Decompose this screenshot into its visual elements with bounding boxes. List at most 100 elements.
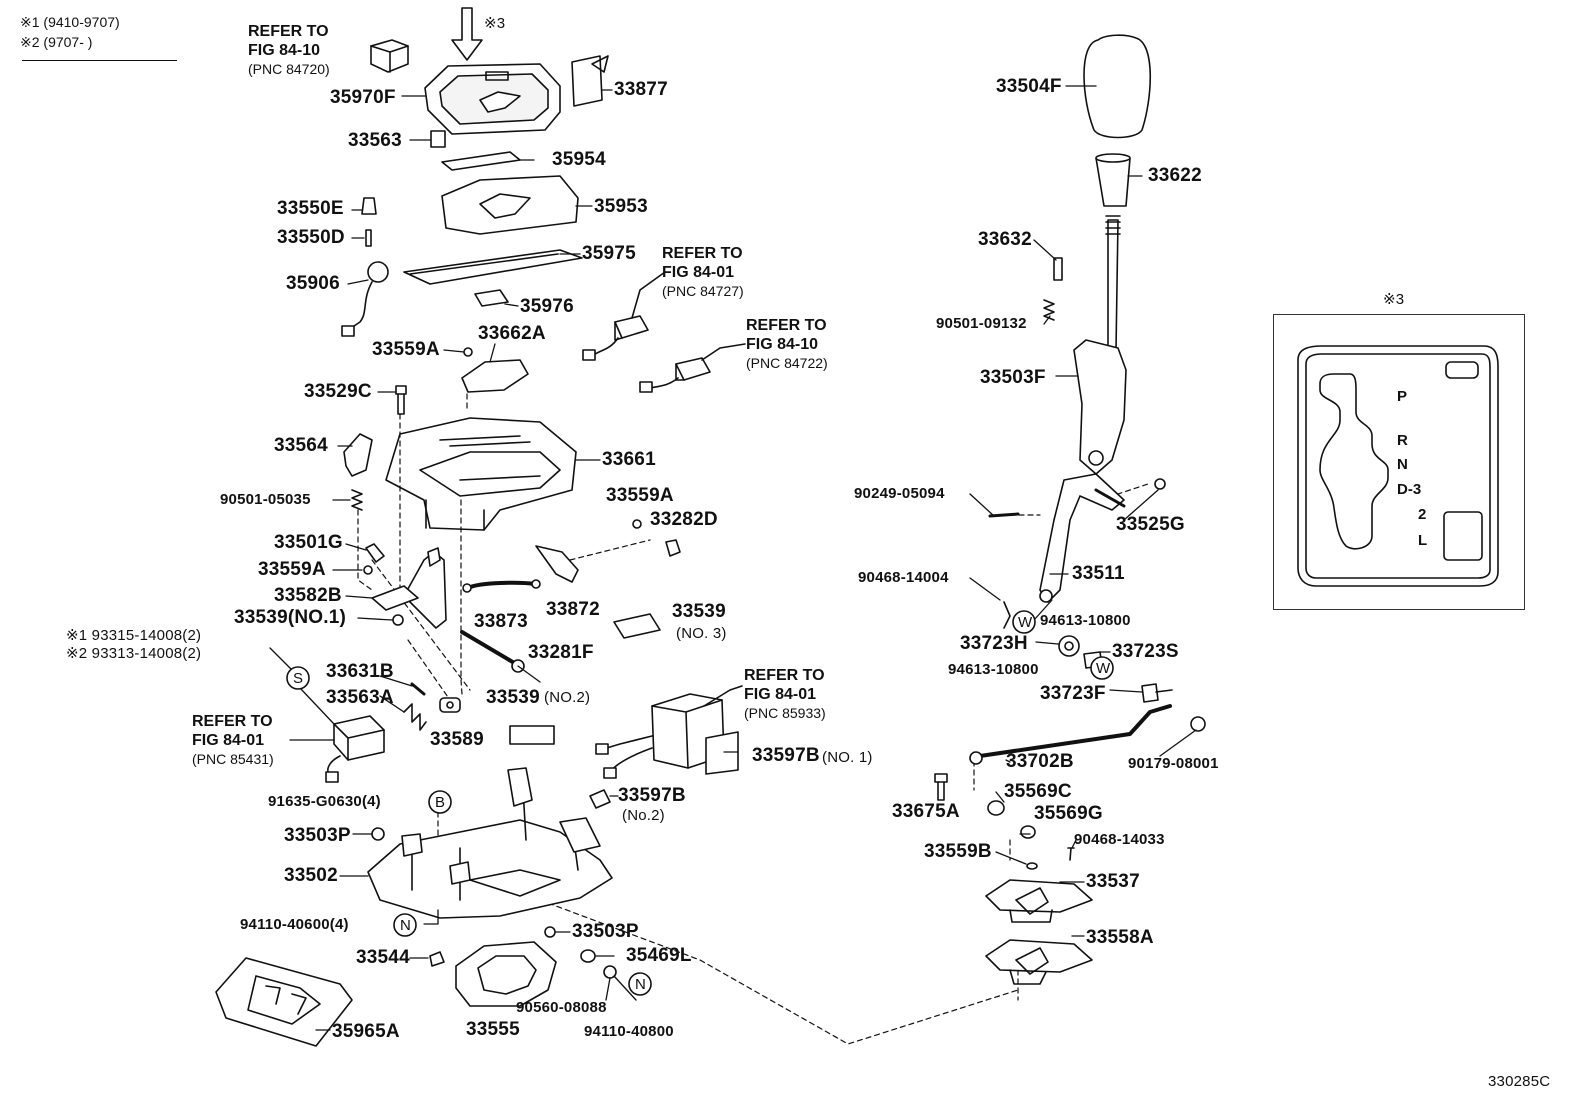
part-label: 33525G — [1116, 514, 1185, 535]
plate-35954 — [441, 151, 521, 171]
rod-33873 — [462, 579, 541, 593]
control-unit-85933 — [595, 685, 743, 779]
refer-note-84722: REFER TO FIG 84-10 (PNC 84722) — [746, 317, 828, 371]
bolt-33723F — [1141, 683, 1173, 703]
part-sublabel: (NO. 3) — [676, 625, 727, 642]
legend-line-2: ※2 (9707- ) — [20, 34, 93, 50]
part-label: 35469L — [626, 945, 692, 966]
part-label: ※1 93315-14008(2) — [66, 627, 202, 644]
part-label: 33597B — [752, 745, 820, 766]
part-label: 33723F — [1040, 683, 1106, 704]
part-sublabel: (NO. 1) — [822, 749, 873, 766]
part-label: 33631B — [326, 661, 394, 682]
gate-letter-l: L — [1418, 532, 1428, 549]
part-label: 90249-05094 — [854, 485, 945, 502]
part-label: 33550E — [277, 198, 344, 219]
part-label: 90501-09132 — [936, 315, 1027, 332]
part-label: 33559A — [258, 559, 326, 580]
part-label: 33539 — [486, 687, 540, 708]
part-label: 33563 — [348, 130, 402, 151]
part-label: 33281F — [528, 642, 594, 663]
solenoid-85431 — [325, 715, 385, 783]
part-label: 33661 — [602, 449, 656, 470]
part-label: ※2 93313-14008(2) — [66, 645, 202, 662]
arrow-mark: ※3 — [484, 15, 506, 32]
washer-33559B — [1026, 862, 1038, 870]
cover-35965A — [215, 957, 353, 1047]
part-label: 33564 — [274, 435, 328, 456]
indicator-housing-35970F — [424, 63, 561, 135]
leader-lines — [269, 85, 1197, 1031]
part-label: 33503P — [572, 921, 639, 942]
bolt-33501G — [365, 543, 385, 563]
legend-line-1: ※1 (9410-9707) — [20, 14, 120, 30]
grommet-35469L — [580, 949, 596, 963]
circle-letter-b: B — [435, 794, 446, 811]
nut-33282D — [665, 539, 681, 557]
part-label: 33504F — [996, 76, 1062, 97]
part-label: 33582B — [274, 585, 342, 606]
boot-33555 — [455, 941, 557, 1007]
spring-90501-09132 — [1043, 299, 1055, 321]
part-label: 33555 — [466, 1019, 520, 1040]
circle-letter-s: S — [293, 670, 304, 687]
socket-35906 — [341, 261, 389, 337]
part-label: 33537 — [1086, 871, 1140, 892]
part-label: 35569C — [1004, 781, 1072, 802]
part-label: 33539 — [672, 601, 726, 622]
refer-note-85431: REFER TO FIG 84-01 (PNC 85431) — [192, 713, 274, 767]
cover-35953 — [441, 175, 579, 235]
housing-33661 — [385, 417, 577, 531]
lever-33503F — [1073, 339, 1127, 475]
screw-33529C — [395, 385, 407, 415]
part-label: 33873 — [474, 611, 528, 632]
circle-marks — [286, 610, 1114, 996]
shaft-33511 — [1039, 473, 1126, 603]
part-label: 33662A — [478, 323, 546, 344]
gate-letter-n: N — [1397, 456, 1408, 473]
part-label: 33511 — [1072, 563, 1125, 584]
pin-33550E — [361, 197, 377, 215]
part-label: 33597B — [618, 785, 686, 806]
lever-assembly-33582B — [371, 547, 447, 629]
part-label: 33550D — [277, 227, 345, 248]
bushing-33723H — [1058, 635, 1080, 657]
part-label: 33539(NO.1) — [234, 607, 347, 628]
part-label: 33622 — [1148, 165, 1202, 186]
part-label: 35975 — [582, 243, 636, 264]
nut-90179 — [1190, 716, 1206, 732]
switch-84720 — [370, 39, 409, 73]
gate-letter-r: R — [1397, 432, 1408, 449]
part-label: 33563A — [326, 687, 394, 708]
shift-knob-33504F — [1083, 34, 1152, 139]
part-label: 33529C — [304, 381, 372, 402]
label-plate-33877 — [571, 55, 609, 107]
part-label: 33282D — [650, 509, 718, 530]
bolt-33675A — [934, 773, 948, 801]
bolt-90249 — [988, 512, 1020, 518]
pin-33281F — [460, 630, 525, 673]
rod-33702B — [969, 704, 1172, 765]
part-label: 33503P — [284, 825, 351, 846]
part-label: 33632 — [978, 229, 1032, 250]
part-label: 33559A — [372, 339, 440, 360]
part-label: 90179-08001 — [1128, 755, 1219, 772]
part-sublabel: (No.2) — [622, 807, 665, 824]
washer-33559A — [632, 519, 642, 529]
plate-33539-no3 — [613, 613, 661, 639]
circle-letter-n: N — [635, 976, 647, 993]
clip-33597B-no2 — [589, 789, 611, 809]
part-label: 94613-10800 — [948, 661, 1039, 678]
part-label: 90468-14033 — [1074, 831, 1165, 848]
gate-pattern — [1297, 345, 1499, 587]
part-label: 90560-08088 — [516, 999, 607, 1016]
gate-letter-p: P — [1397, 388, 1408, 405]
part-label: 33675A — [892, 801, 960, 822]
part-label: 33723S — [1112, 641, 1179, 662]
bushing-35569G — [1020, 825, 1036, 839]
bushing-33503P-2 — [544, 926, 556, 938]
part-label: 33702B — [1006, 751, 1074, 772]
part-label: 33559B — [924, 841, 992, 862]
switch-84722 — [639, 343, 746, 393]
